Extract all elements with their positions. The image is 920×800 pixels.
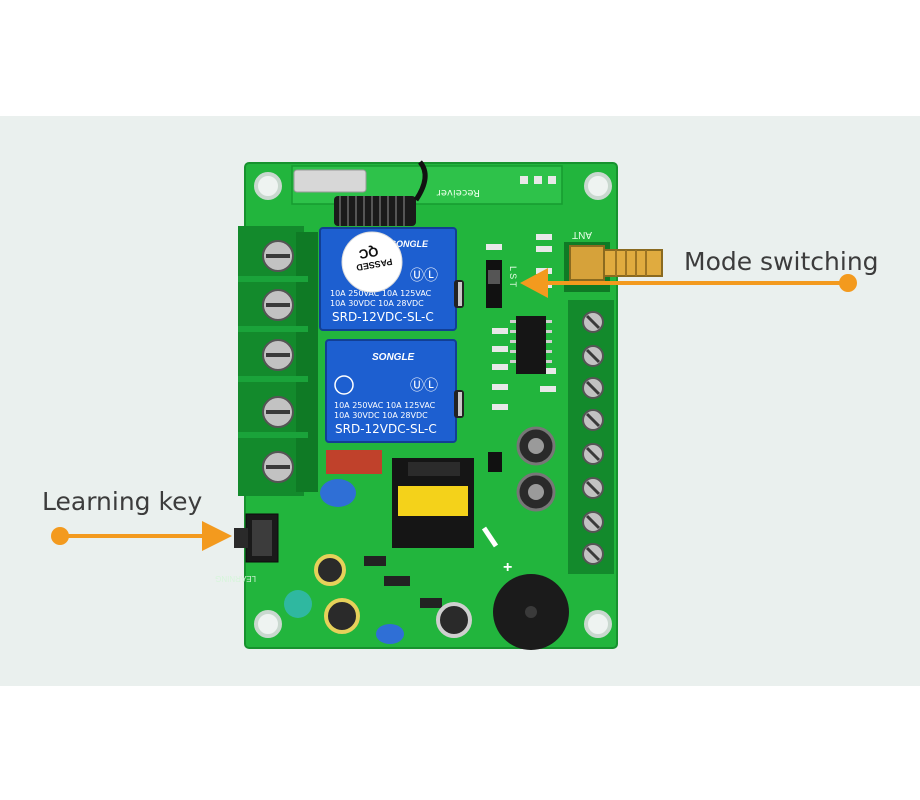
relay-1-brand: SONGLE <box>390 239 429 249</box>
relay-1-model: SRD-12VDC-SL-C <box>332 310 434 324</box>
ant-label: ANT <box>572 229 592 240</box>
learning-key-label: Learning key <box>42 487 203 516</box>
jumper-wire <box>481 526 499 548</box>
mode-switching-arrow <box>520 268 857 298</box>
relay-2-spec-1: 10A 250VAC 10A 125VAC <box>334 401 436 410</box>
lst-label: L S T <box>508 266 518 288</box>
relay-2: SONGLE 10A 250VAC 10A 125VAC 10A 30VDC 1… <box>325 339 457 443</box>
relay-2-model: SRD-12VDC-SL-C <box>335 422 437 436</box>
relay-2-brand: SONGLE <box>372 352 415 363</box>
ic-chip <box>510 316 552 374</box>
learning-key-arrow <box>51 521 232 551</box>
qc-line-2: QC <box>357 244 379 262</box>
x-capacitor <box>326 450 382 474</box>
svg-text:ⓊⓁ: ⓊⓁ <box>410 268 438 284</box>
relay-1-spec-2: 10A 30VDC 10A 28VDC <box>330 299 424 308</box>
svg-text:ⓊⓁ: ⓊⓁ <box>410 378 438 394</box>
mounting-holes <box>254 172 612 638</box>
learning-label: LEARNING <box>215 574 256 583</box>
mode-switch-jumper: L S T <box>486 260 518 308</box>
coil-antenna <box>334 160 428 226</box>
diodes <box>454 280 464 418</box>
electrolytic-capacitors <box>314 426 556 638</box>
screw-terminal-block-left <box>238 226 318 496</box>
learning-key-button: LEARNING <box>215 513 279 583</box>
relay-2-spec-2: 10A 30VDC 10A 28VDC <box>334 411 428 420</box>
plus-mark: + <box>503 559 512 576</box>
relay-1-spec-1: 10A 250VAC 10A 125VAC <box>330 289 432 298</box>
transformer <box>392 458 474 548</box>
mode-switching-label: Mode switching <box>684 247 879 276</box>
varistors <box>284 479 404 644</box>
receiver-label: Receiver <box>436 187 480 198</box>
qc-passed-sticker: PASSED QC <box>341 231 403 293</box>
buzzer: + <box>493 559 569 650</box>
screw-terminal-block-right <box>568 300 614 574</box>
